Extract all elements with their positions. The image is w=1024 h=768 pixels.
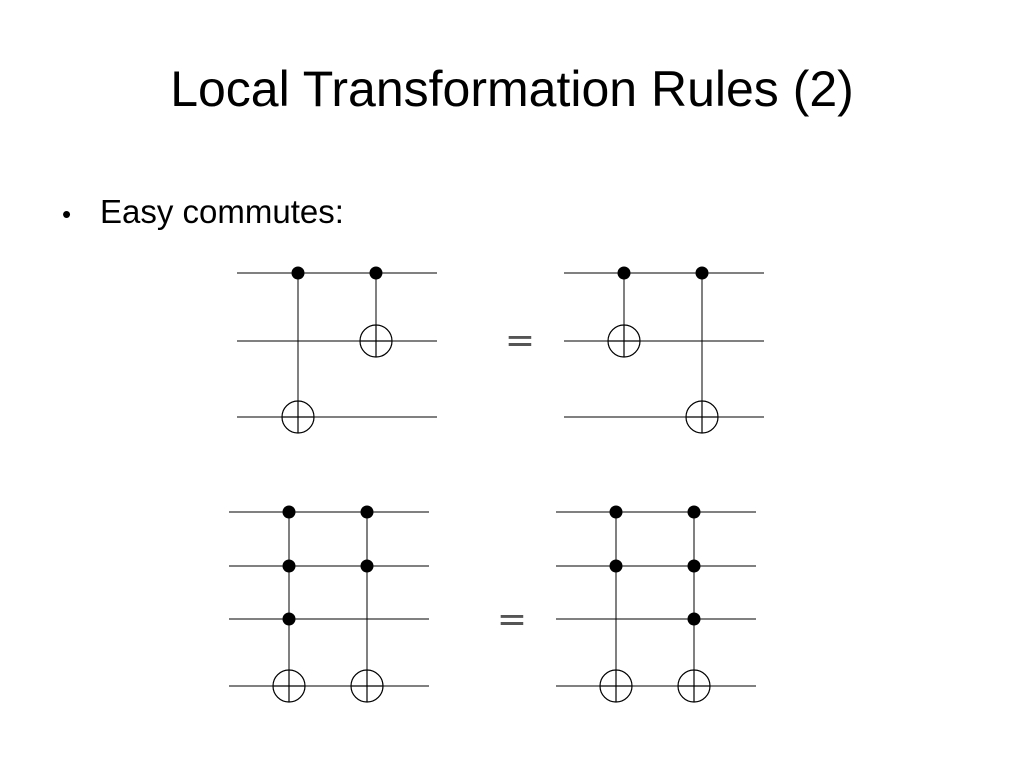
bullet-item: • Easy commutes: bbox=[62, 192, 344, 232]
controlled-not-gate bbox=[607, 266, 641, 358]
equals-sign: = bbox=[497, 599, 527, 640]
rhs-circuit bbox=[564, 266, 764, 434]
rhs-circuit bbox=[556, 505, 756, 703]
control-dot bbox=[360, 505, 374, 519]
controlled-not-gate bbox=[350, 505, 384, 703]
equals-sign-text: = bbox=[497, 599, 527, 640]
circuit-equation: = bbox=[229, 505, 756, 703]
control-dot bbox=[291, 266, 305, 280]
controlled-not-gate bbox=[685, 266, 719, 434]
equals-sign: = bbox=[505, 320, 535, 361]
controlled-not-gate bbox=[599, 505, 633, 703]
control-dot bbox=[687, 505, 701, 519]
controlled-not-gate bbox=[359, 266, 393, 358]
equals-sign-text: = bbox=[505, 320, 535, 361]
control-dot bbox=[617, 266, 631, 280]
controlled-not-gate bbox=[272, 505, 306, 703]
control-dot bbox=[695, 266, 709, 280]
control-dot bbox=[687, 612, 701, 626]
lhs-circuit bbox=[229, 505, 429, 703]
control-dot bbox=[360, 559, 374, 573]
control-dot bbox=[369, 266, 383, 280]
circuit-equation: = bbox=[237, 266, 764, 434]
bullet-text: Easy commutes: bbox=[100, 193, 344, 230]
slide-title: Local Transformation Rules (2) bbox=[170, 61, 854, 117]
control-dot bbox=[609, 505, 623, 519]
control-dot bbox=[282, 612, 296, 626]
controlled-not-gate bbox=[281, 266, 315, 434]
lhs-circuit bbox=[237, 266, 437, 434]
bullet-dot: • bbox=[62, 199, 72, 229]
control-dot bbox=[282, 505, 296, 519]
controlled-not-gate bbox=[677, 505, 711, 703]
control-dot bbox=[282, 559, 296, 573]
control-dot bbox=[687, 559, 701, 573]
control-dot bbox=[609, 559, 623, 573]
